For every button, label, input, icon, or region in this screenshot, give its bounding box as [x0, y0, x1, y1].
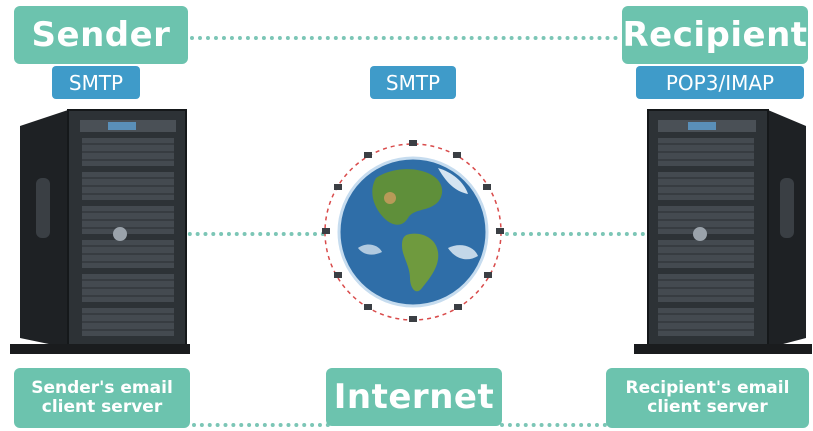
- connector-bottom-left: [192, 423, 330, 427]
- connector-left-middle: [180, 232, 325, 236]
- connector-right-middle: [505, 232, 645, 236]
- internet-label: Internet: [326, 368, 502, 426]
- recipient-protocol-badge: POP3/IMAP: [636, 66, 804, 99]
- internet-protocol-badge: SMTP: [370, 66, 456, 99]
- server-tower-icon: [634, 109, 812, 354]
- connector-top: [190, 36, 618, 40]
- recipient-title: Recipient: [622, 6, 808, 64]
- recipient-server-caption: Recipient's email client server: [606, 368, 809, 428]
- satellite-icon: [322, 140, 504, 322]
- server-tower-icon: [10, 109, 190, 354]
- globe-icon: [322, 140, 504, 322]
- sender-title: Sender: [14, 6, 188, 64]
- connector-bottom-right: [500, 423, 607, 427]
- sender-server-caption: Sender's email client server: [14, 368, 190, 428]
- sender-protocol-badge: SMTP: [52, 66, 140, 99]
